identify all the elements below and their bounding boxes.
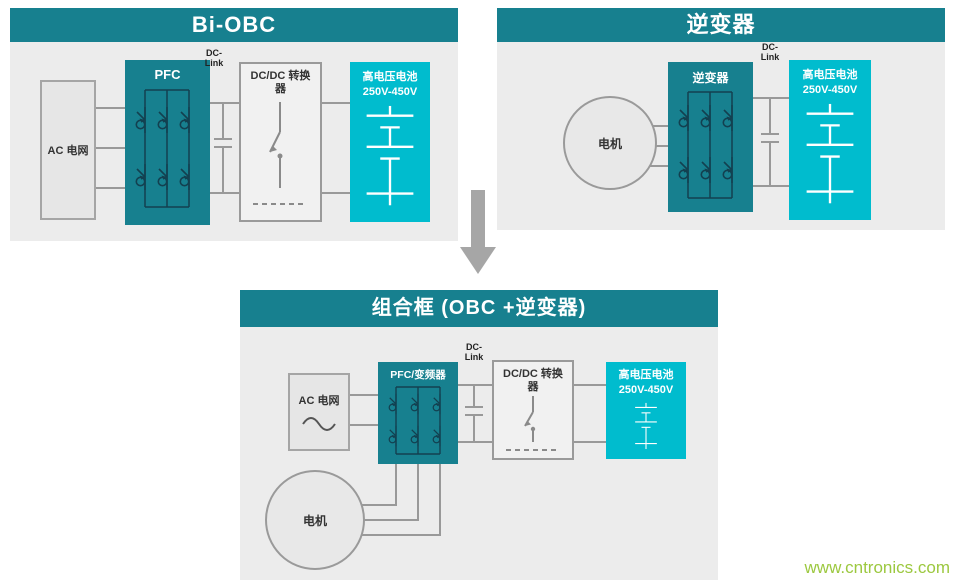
dclink-capacitor-icon: [761, 98, 779, 186]
hv-battery-block: 高电压电池 250V-450V: [606, 362, 686, 459]
watermark: www.cntronics.com: [804, 558, 950, 577]
dclink-label: DC- Link: [760, 42, 780, 62]
sine-wave-icon: [302, 417, 336, 431]
dcdc-label: DC/DC 转换器: [250, 70, 311, 95]
down-arrow-icon: [460, 190, 496, 274]
dcdc-converter-box: DC/DC 转换器: [492, 360, 574, 460]
dcdc-switch-icon: [506, 396, 560, 451]
dclink-label: DC- Link: [464, 342, 484, 362]
motor-circle: 电机: [563, 96, 657, 190]
dclink-label: DC- Link: [204, 48, 224, 68]
battery-icon: [805, 102, 855, 205]
hv-battery-block: 高电压电池 250V-450V: [789, 60, 871, 220]
pfc-block: PFC: [125, 60, 210, 225]
battery-range: 250V-450V: [362, 86, 418, 98]
battery-name: 高电压电池: [802, 69, 858, 81]
pfc-inverter-block: PFC/变频器: [378, 362, 458, 464]
ac-grid-box: AC 电网: [40, 80, 96, 220]
dcdc-switch-icon: [253, 102, 307, 205]
battery-name: 高电压电池: [362, 71, 418, 83]
ac-grid-label: AC 电网: [47, 145, 89, 157]
panel-combined-title: 组合框 (OBC +逆变器): [240, 290, 718, 327]
battery-icon: [365, 104, 415, 207]
panel-inverter-title: 逆变器: [497, 8, 945, 42]
inverter-block: 逆变器: [668, 62, 753, 212]
panel-bi-obc-title: Bi-OBC: [10, 8, 458, 42]
panel-inverter: 逆变器 电机 逆变器: [497, 8, 945, 230]
battery-icon: [634, 402, 658, 450]
battery-range: 250V-450V: [802, 84, 858, 96]
battery-range: 250V-450V: [618, 384, 674, 396]
motor-label: 电机: [302, 513, 327, 528]
motor-label: 电机: [597, 136, 622, 151]
wiring-layer: [92, 102, 352, 194]
panel-combined: 组合框 (OBC +逆变器): [240, 290, 718, 580]
ac-grid-label: AC 电网: [298, 395, 340, 407]
pfc-label: PFC: [154, 67, 181, 82]
wiring-layer: [346, 384, 606, 536]
ac-to-pfc-wires: [92, 107, 128, 189]
dclink-capacitor-icon: [465, 385, 483, 442]
transistor-bridge-icon: [678, 91, 733, 199]
ac-grid-box: AC 电网: [288, 373, 350, 451]
motor-circle: 电机: [265, 470, 365, 570]
panel-bi-obc: Bi-OBC AC 电网 PFC: [10, 8, 458, 241]
transistor-bridge-icon: [388, 386, 441, 455]
pfc-inverter-label: PFC/变频器: [390, 369, 446, 381]
ac-to-pfc-wires: [346, 394, 382, 426]
transistor-bridge-icon: [135, 89, 190, 208]
dcdc-converter-box: DC/DC 转换器: [239, 62, 322, 222]
battery-name: 高电压电池: [618, 369, 674, 381]
dclink-capacitor-icon: [214, 103, 232, 193]
hv-battery-block: 高电压电池 250V-450V: [350, 62, 430, 222]
dcdc-label: DC/DC 转换器: [503, 368, 563, 393]
inverter-label: 逆变器: [692, 71, 729, 85]
pfc-to-motor-wires: [360, 462, 441, 536]
